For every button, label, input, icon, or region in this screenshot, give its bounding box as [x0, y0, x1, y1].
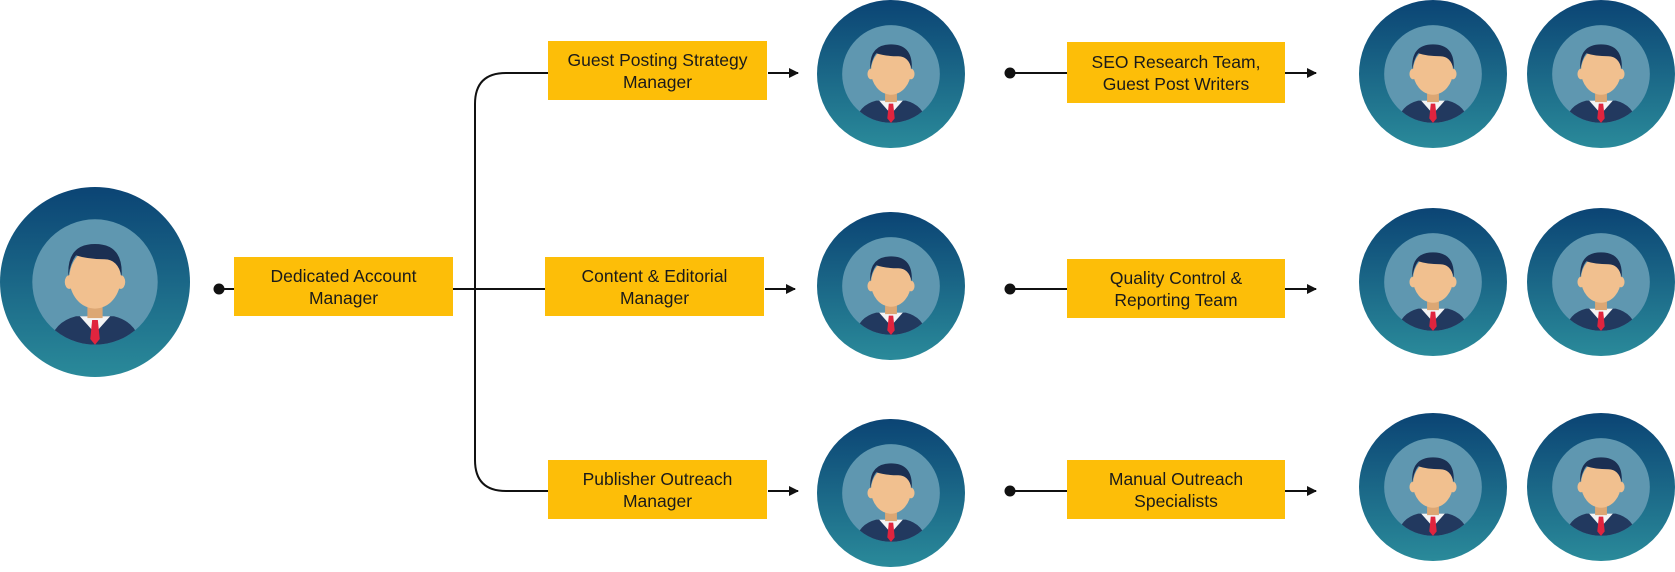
branch-connector-bottom [474, 289, 548, 492]
branch-connector-top [474, 72, 548, 289]
team-avatar-1b [1527, 0, 1675, 148]
root-label: Dedicated Account Manager [234, 257, 453, 316]
businessman-avatar-icon [0, 187, 190, 377]
team-avatar-2a [1359, 208, 1507, 356]
connector-dot-team-2 [1004, 283, 1016, 295]
businessman-avatar-icon [1527, 413, 1675, 561]
connector-dot-team-1 [1004, 67, 1016, 79]
team-label-1: SEO Research Team, Guest Post Writers [1067, 42, 1285, 103]
businessman-avatar-icon [1527, 0, 1675, 148]
businessman-avatar-icon [1359, 208, 1507, 356]
businessman-avatar-icon [817, 212, 965, 360]
businessman-avatar-icon [1359, 413, 1507, 561]
team-avatar-1a [1359, 0, 1507, 148]
businessman-avatar-icon [1359, 0, 1507, 148]
manager-avatar-1 [817, 0, 965, 148]
businessman-avatar-icon [817, 419, 965, 567]
manager-avatar-3 [817, 419, 965, 567]
businessman-avatar-icon [817, 0, 965, 148]
manager-avatar-2 [817, 212, 965, 360]
manager-label-2: Content & Editorial Manager [545, 257, 764, 316]
manager-label-3: Publisher Outreach Manager [548, 460, 767, 519]
root-avatar [0, 187, 190, 377]
businessman-avatar-icon [1527, 208, 1675, 356]
team-avatar-3b [1527, 413, 1675, 561]
team-label-2: Quality Control & Reporting Team [1067, 259, 1285, 318]
connector-dot-root [213, 283, 225, 295]
manager-label-1: Guest Posting Strategy Manager [548, 41, 767, 100]
team-avatar-3a [1359, 413, 1507, 561]
team-label-3: Manual Outreach Specialists [1067, 460, 1285, 519]
team-avatar-2b [1527, 208, 1675, 356]
connector-dot-team-3 [1004, 485, 1016, 497]
